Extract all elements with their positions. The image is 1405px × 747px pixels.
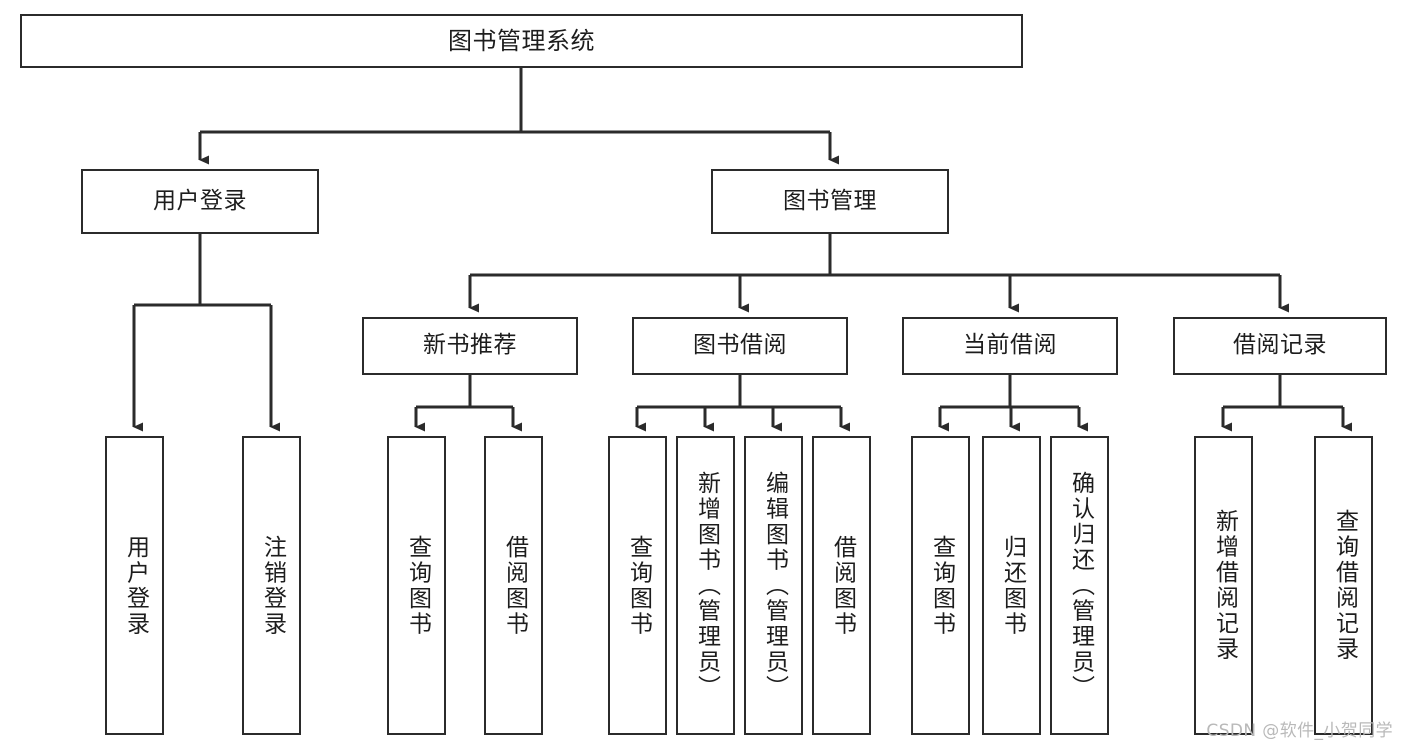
csdn-watermark: CSDN @软件_小贺同学 bbox=[1206, 721, 1393, 741]
node-leaf-borrow-book-label: 借阅图书 bbox=[829, 534, 856, 637]
node-leaf-logout-label: 注销登录 bbox=[259, 534, 286, 637]
node-leaf-query-book-borrow-label: 查询图书 bbox=[625, 534, 652, 637]
node-leaf-query-borrow-record-label: 查询借阅记录 bbox=[1331, 509, 1358, 662]
node-leaf-add-book-label: 新增图书（管理员） bbox=[693, 470, 720, 701]
node-leaf-borrow-book-recommend-label: 借阅图书 bbox=[501, 534, 528, 637]
node-leaf-query-book-current-label: 查询图书 bbox=[928, 534, 955, 637]
node-leaf-logout[interactable]: 注销登录 bbox=[242, 436, 301, 735]
node-leaf-user-login[interactable]: 用户登录 bbox=[105, 436, 164, 735]
node-leaf-user-login-label: 用户登录 bbox=[122, 534, 149, 637]
node-leaf-add-book[interactable]: 新增图书（管理员） bbox=[676, 436, 735, 735]
node-book-manage-label: 图书管理 bbox=[783, 187, 877, 214]
node-leaf-return-book[interactable]: 归还图书 bbox=[982, 436, 1041, 735]
node-leaf-add-borrow-record-label: 新增借阅记录 bbox=[1211, 509, 1238, 662]
node-borrow-record[interactable]: 借阅记录 bbox=[1173, 317, 1387, 375]
node-book-borrow-label: 图书借阅 bbox=[693, 332, 787, 359]
node-leaf-edit-book[interactable]: 编辑图书（管理员） bbox=[744, 436, 803, 735]
node-leaf-query-book-current[interactable]: 查询图书 bbox=[911, 436, 970, 735]
node-user-login[interactable]: 用户登录 bbox=[81, 169, 319, 234]
node-leaf-query-book-borrow[interactable]: 查询图书 bbox=[608, 436, 667, 735]
node-leaf-confirm-return-label: 确认归还（管理员） bbox=[1067, 470, 1094, 701]
node-root-label: 图书管理系统 bbox=[448, 26, 595, 55]
node-new-book-recommend-label: 新书推荐 bbox=[423, 332, 517, 359]
node-leaf-query-book-recommend[interactable]: 查询图书 bbox=[387, 436, 446, 735]
node-leaf-query-book-recommend-label: 查询图书 bbox=[404, 534, 431, 637]
node-book-manage[interactable]: 图书管理 bbox=[711, 169, 949, 234]
node-root[interactable]: 图书管理系统 bbox=[20, 14, 1023, 68]
node-leaf-confirm-return[interactable]: 确认归还（管理员） bbox=[1050, 436, 1109, 735]
node-user-login-label: 用户登录 bbox=[153, 187, 247, 214]
node-leaf-query-borrow-record[interactable]: 查询借阅记录 bbox=[1314, 436, 1373, 735]
node-leaf-add-borrow-record[interactable]: 新增借阅记录 bbox=[1194, 436, 1253, 735]
node-leaf-borrow-book-recommend[interactable]: 借阅图书 bbox=[484, 436, 543, 735]
node-leaf-edit-book-label: 编辑图书（管理员） bbox=[761, 470, 788, 701]
node-leaf-borrow-book[interactable]: 借阅图书 bbox=[812, 436, 871, 735]
node-current-borrow[interactable]: 当前借阅 bbox=[902, 317, 1118, 375]
node-book-borrow[interactable]: 图书借阅 bbox=[632, 317, 848, 375]
node-borrow-record-label: 借阅记录 bbox=[1233, 332, 1327, 359]
node-new-book-recommend[interactable]: 新书推荐 bbox=[362, 317, 578, 375]
node-current-borrow-label: 当前借阅 bbox=[963, 332, 1057, 359]
node-leaf-return-book-label: 归还图书 bbox=[999, 534, 1026, 637]
